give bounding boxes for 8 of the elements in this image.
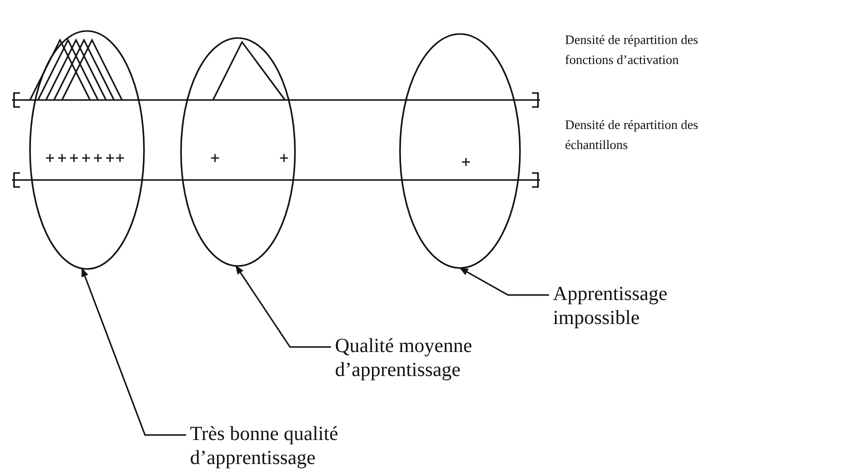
- callout-text: Très bonne qualité d’apprentissage: [190, 422, 340, 470]
- axis-caption: Densité de répartition des fonctions d’activation: [565, 31, 700, 69]
- axis-caption: Densité de répartition des échantillons: [565, 116, 700, 154]
- callout-text: Qualité moyenne d’apprentissage: [335, 334, 474, 382]
- callout-text: Apprentissage impossible: [553, 282, 668, 330]
- leader-line: [81, 268, 186, 436]
- leader-line: [235, 265, 331, 348]
- leader-line: [459, 267, 549, 296]
